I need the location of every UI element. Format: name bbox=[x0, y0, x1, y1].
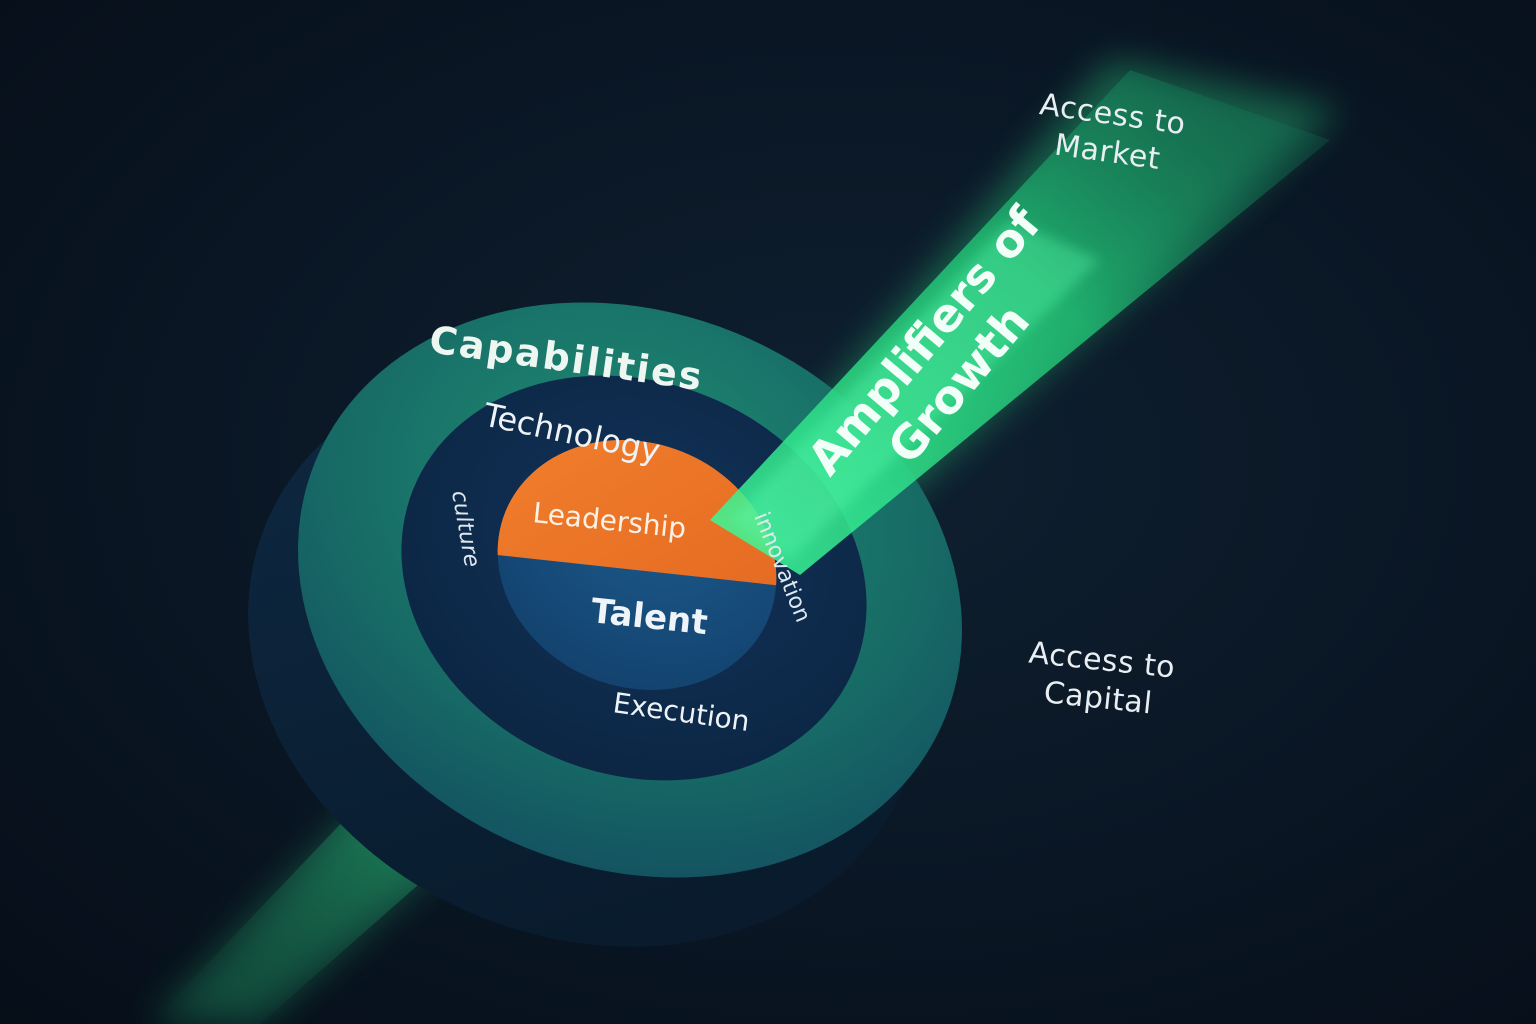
beam-core-highlight bbox=[730, 220, 1100, 560]
